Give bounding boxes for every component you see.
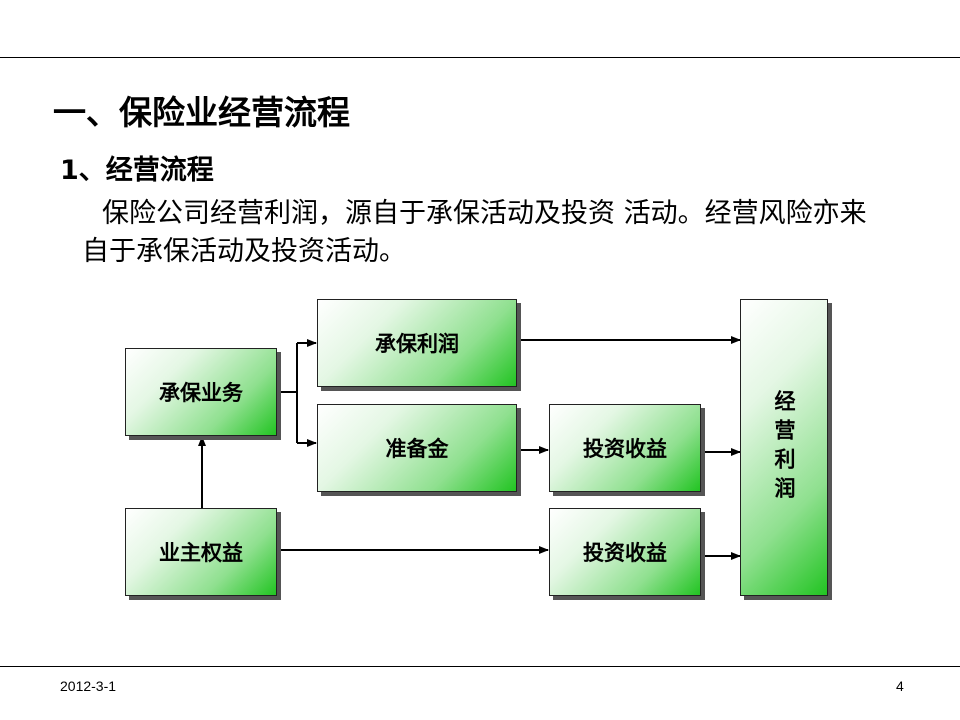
bottom-rule	[0, 666, 960, 667]
box-operating-profit: 经营利润	[740, 299, 828, 596]
page-title: 一、保险业经营流程	[53, 93, 350, 132]
page-number: 4	[896, 678, 904, 694]
box-owner-equity: 业主权益	[125, 508, 277, 596]
box-underwriting-business: 承保业务	[125, 348, 277, 436]
box-underwriting-profit: 承保利润	[317, 299, 517, 387]
box-investment-income-1: 投资收益	[549, 404, 701, 492]
box-investment-income-2: 投资收益	[549, 508, 701, 596]
box-reserve: 准备金	[317, 404, 517, 492]
top-rule	[0, 57, 960, 58]
operating-profit-label: 经营利润	[772, 389, 796, 506]
footer-date: 2012-3-1	[60, 678, 117, 694]
section-subtitle: 1、经营流程	[60, 155, 214, 186]
body-paragraph: 保险公司经营利润，源自于承保活动及投资 活动。经营风险亦来自于承保活动及投资活动…	[82, 198, 867, 267]
